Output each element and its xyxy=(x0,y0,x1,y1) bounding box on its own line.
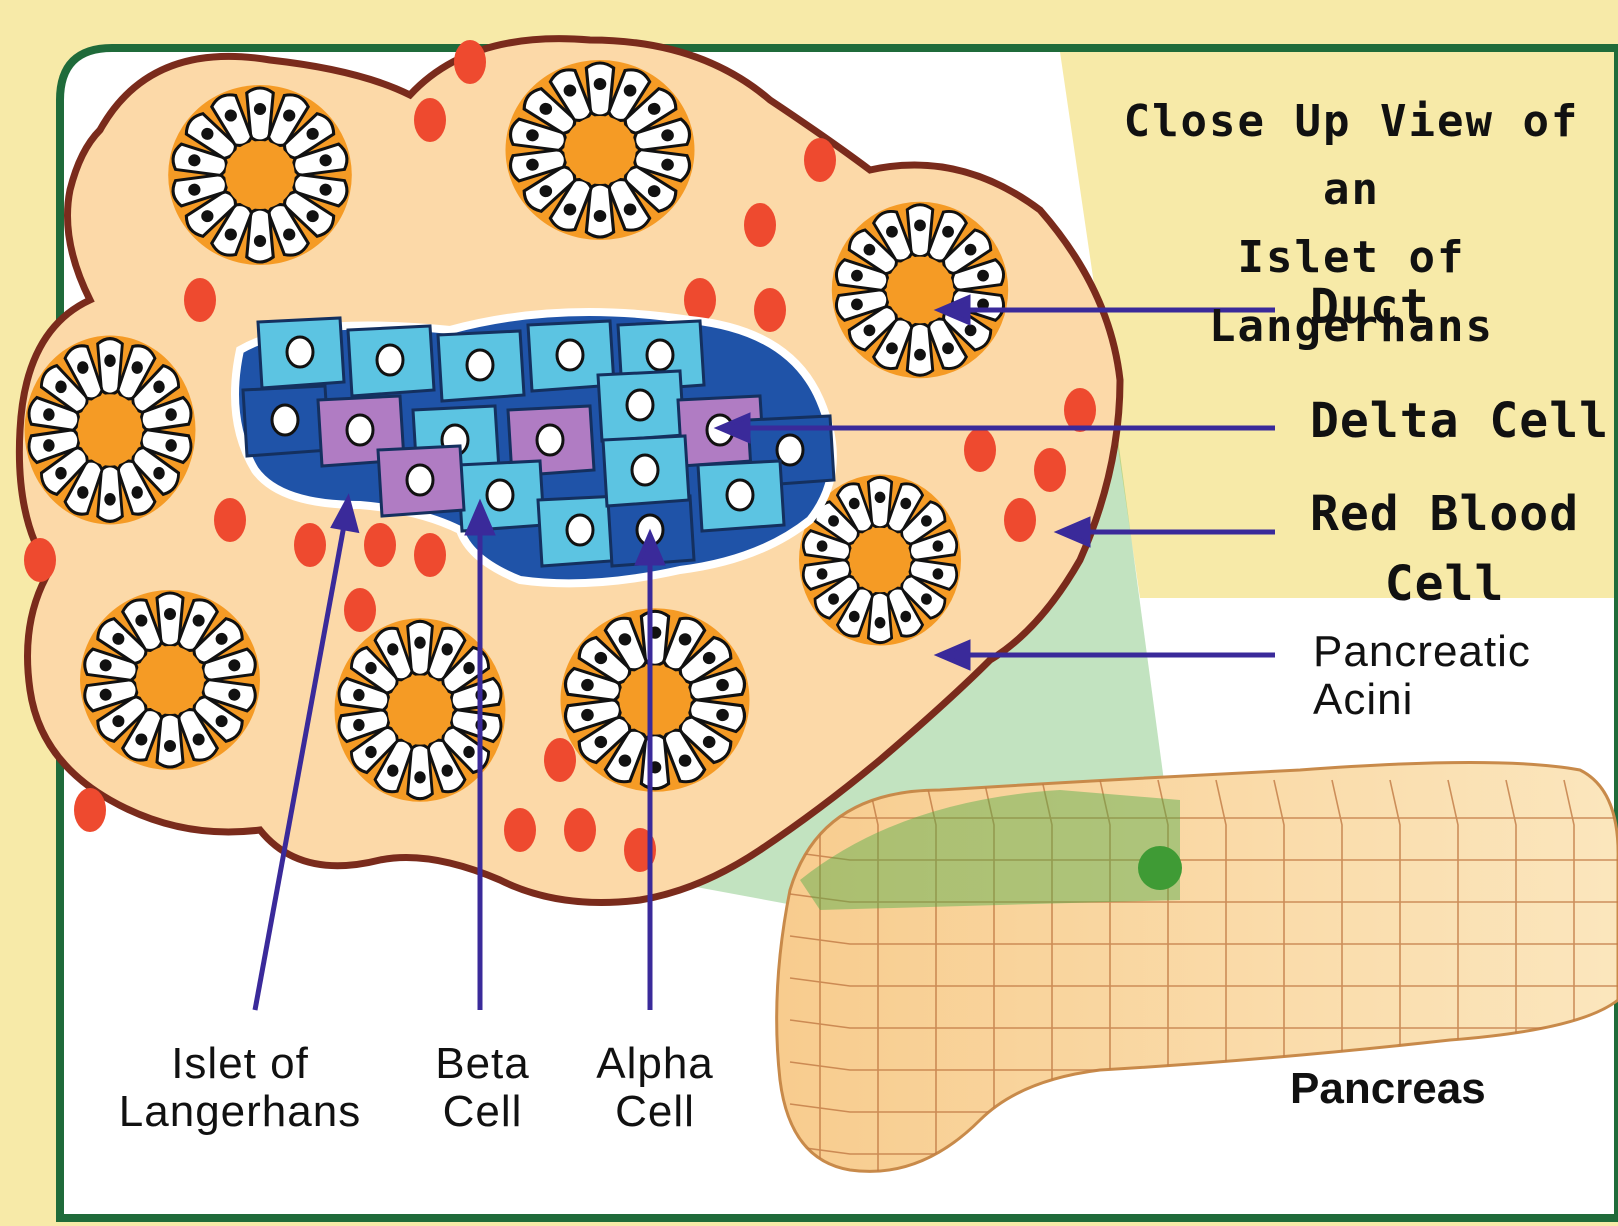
red-blood-cell xyxy=(24,538,56,582)
acinus xyxy=(24,336,195,525)
label-alpha-cell: Alpha Cell xyxy=(585,1040,725,1135)
acinus xyxy=(168,85,352,265)
label-beta-cell: Beta Cell xyxy=(420,1040,545,1135)
acinus xyxy=(832,202,1008,378)
acinus xyxy=(506,60,695,240)
islet-cell xyxy=(348,326,434,396)
red-blood-cell xyxy=(1034,448,1066,492)
islet-cell xyxy=(378,446,464,516)
label-delta-cell: Delta Cell xyxy=(1310,396,1609,448)
label-red-blood-cell: Red Blood Cell xyxy=(1310,480,1579,619)
islet-cell xyxy=(438,331,524,401)
label-pancreatic-acini: Pancreatic Acini xyxy=(1313,628,1531,723)
red-blood-cell xyxy=(1064,388,1096,432)
red-blood-cell xyxy=(544,738,576,782)
red-blood-cell xyxy=(414,533,446,577)
red-blood-cell xyxy=(744,203,776,247)
red-blood-cell xyxy=(214,498,246,542)
red-blood-cell xyxy=(684,278,716,322)
red-blood-cell xyxy=(754,288,786,332)
red-blood-cell xyxy=(344,588,376,632)
red-blood-cell xyxy=(454,40,486,84)
red-blood-cell xyxy=(184,278,216,322)
red-blood-cell xyxy=(804,138,836,182)
red-blood-cell xyxy=(364,523,396,567)
acinus xyxy=(561,608,750,792)
label-islet-of-langerhans: Islet of Langerhans xyxy=(95,1040,385,1135)
red-blood-cell xyxy=(964,428,996,472)
islet-cell xyxy=(258,318,344,388)
acinus xyxy=(80,590,260,770)
islet-cell xyxy=(603,436,689,506)
red-blood-cell xyxy=(564,808,596,852)
magnified-islet-spot xyxy=(1138,846,1182,890)
islet-cell xyxy=(598,371,684,441)
islet-cell xyxy=(243,386,329,456)
red-blood-cell xyxy=(504,808,536,852)
red-blood-cell xyxy=(294,523,326,567)
red-blood-cell xyxy=(414,98,446,142)
label-duct: Duct xyxy=(1310,282,1430,334)
islet-cell xyxy=(698,461,784,531)
label-pancreas: Pancreas xyxy=(1290,1065,1486,1113)
red-blood-cell xyxy=(74,788,106,832)
red-blood-cell xyxy=(1004,498,1036,542)
